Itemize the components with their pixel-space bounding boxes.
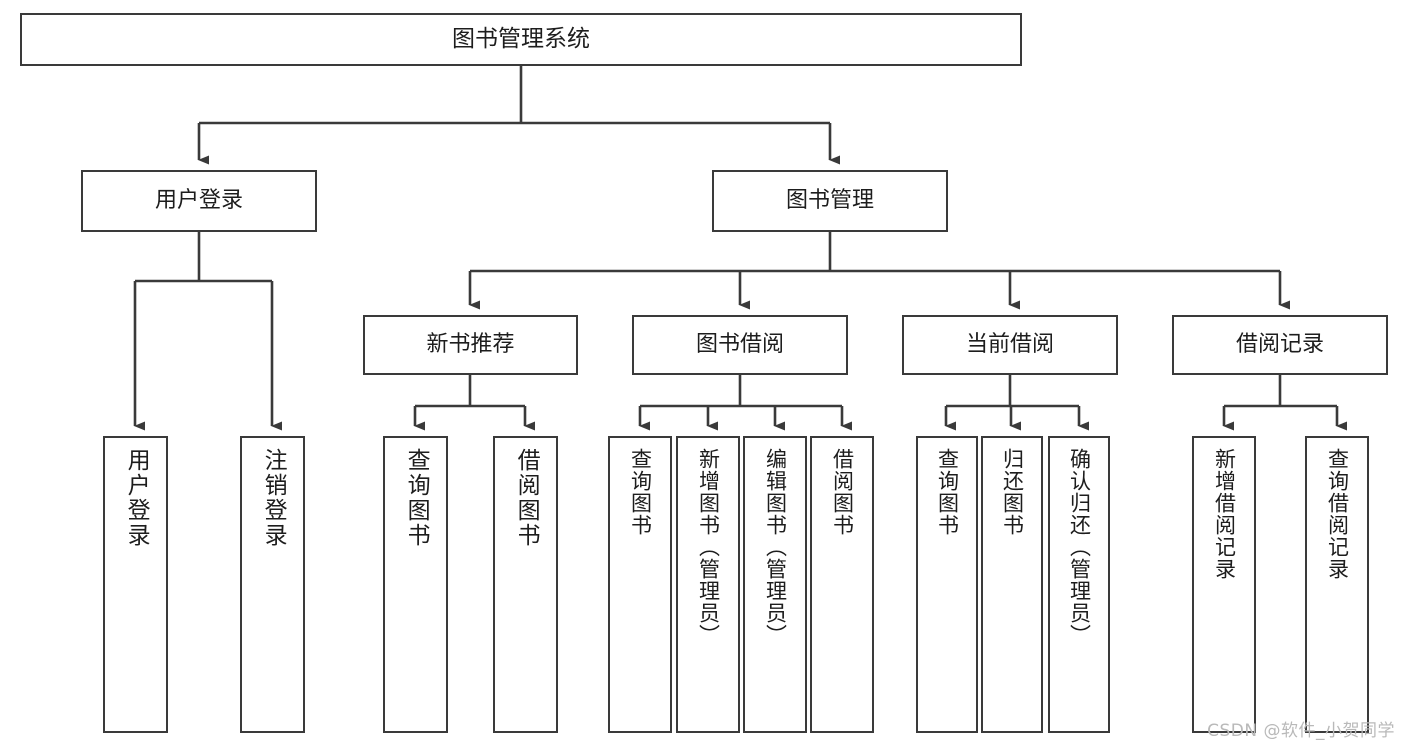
node-borrow-record[interactable]: 借阅记录: [1172, 315, 1388, 375]
node-book-borrow[interactable]: 图书借阅: [632, 315, 848, 375]
node-label: 图书管理系统: [452, 26, 590, 53]
node-label: 查询图书: [628, 448, 653, 536]
leaf-current-borrow-confirm-return-admin[interactable]: 确认归还（管理员）: [1048, 436, 1110, 733]
node-label: 借阅图书: [830, 448, 855, 536]
node-current-borrow[interactable]: 当前借阅: [902, 315, 1118, 375]
leaf-current-borrow-return-book[interactable]: 归还图书: [981, 436, 1043, 733]
node-label: 查询图书: [403, 448, 430, 548]
node-label: 图书管理: [785, 187, 874, 213]
node-label: 新增图书（管理员）: [696, 448, 721, 646]
node-label: 查询图书: [935, 448, 960, 536]
leaf-current-borrow-query-book[interactable]: 查询图书: [916, 436, 978, 733]
node-label: 确认归还（管理员）: [1067, 448, 1092, 646]
node-label: 编辑图书（管理员）: [763, 448, 788, 646]
node-label: 查询借阅记录: [1325, 448, 1350, 580]
node-label: 归还图书: [1000, 448, 1025, 536]
csdn-watermark: CSDN @软件_小贺同学: [1207, 721, 1395, 741]
leaf-new-book-query-book[interactable]: 查询图书: [383, 436, 448, 733]
leaf-user-login-logout[interactable]: 注销登录: [240, 436, 305, 733]
node-label: 新增借阅记录: [1212, 448, 1237, 580]
leaf-borrow-record-query-record[interactable]: 查询借阅记录: [1305, 436, 1369, 733]
leaf-new-book-borrow-book[interactable]: 借阅图书: [493, 436, 558, 733]
node-label: 用户登录: [123, 448, 150, 548]
node-label: 借阅图书: [513, 448, 540, 548]
node-label: 新书推荐: [426, 331, 515, 357]
node-new-book-recommend[interactable]: 新书推荐: [363, 315, 578, 375]
leaf-borrow-record-add-record[interactable]: 新增借阅记录: [1192, 436, 1256, 733]
node-label: 借阅记录: [1235, 331, 1324, 357]
leaf-book-borrow-borrow-book[interactable]: 借阅图书: [810, 436, 874, 733]
leaf-book-borrow-query-book[interactable]: 查询图书: [608, 436, 672, 733]
leaf-book-borrow-edit-book-admin[interactable]: 编辑图书（管理员）: [743, 436, 807, 733]
node-book-management[interactable]: 图书管理: [712, 170, 948, 232]
node-label: 当前借阅: [965, 331, 1054, 357]
leaf-book-borrow-add-book-admin[interactable]: 新增图书（管理员）: [676, 436, 740, 733]
leaf-user-login-login[interactable]: 用户登录: [103, 436, 168, 733]
node-user-login[interactable]: 用户登录: [81, 170, 317, 232]
node-label: 用户登录: [154, 187, 243, 213]
node-label: 注销登录: [260, 448, 287, 548]
node-label: 图书借阅: [695, 331, 784, 357]
node-root-book-management-system[interactable]: 图书管理系统: [20, 13, 1022, 66]
